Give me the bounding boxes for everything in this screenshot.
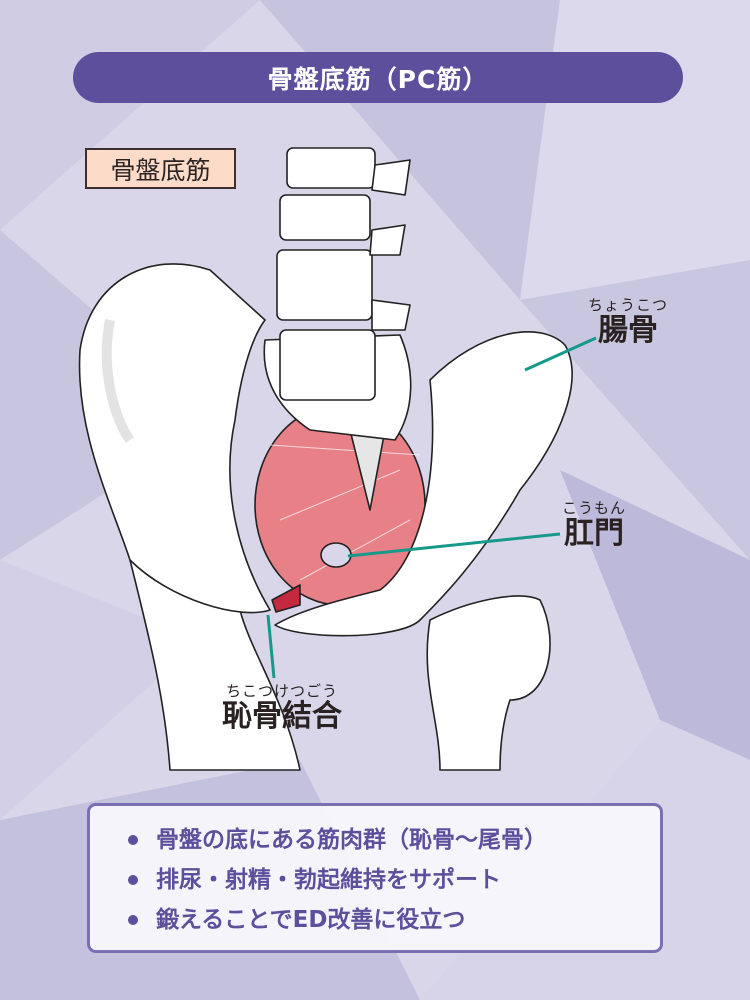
vertebra xyxy=(276,249,373,321)
bullet-icon xyxy=(128,915,138,925)
summary-item: 排尿・射精・勃起維持をサポート xyxy=(128,860,660,900)
summary-box: 骨盤の底にある筋肉群（恥骨〜尾骨） 排尿・射精・勃起維持をサポート 鍛えることで… xyxy=(87,803,663,953)
ilium-leader xyxy=(524,336,597,372)
summary-text: 排尿・射精・勃起維持をサポート xyxy=(156,867,501,893)
vertebra xyxy=(286,147,376,189)
vertebra xyxy=(279,194,371,241)
bullet-icon xyxy=(128,835,138,845)
ilium-text: 腸骨 xyxy=(598,313,658,348)
summary-item: 鍛えることでED改善に役立つ xyxy=(128,900,660,940)
pubic-text: 恥骨結合 xyxy=(222,699,342,734)
pubic-ruby: ちこつけつごう xyxy=(225,682,338,700)
anus-leader xyxy=(347,532,561,558)
left-ilium xyxy=(78,263,271,614)
anus-opening xyxy=(320,542,352,568)
label-anus: こうもん 肛門 xyxy=(562,497,626,550)
label-ilium: ちょうこつ 腸骨 xyxy=(588,294,668,347)
bullet-icon xyxy=(128,875,138,885)
summary-text: 骨盤の底にある筋肉群（恥骨〜尾骨） xyxy=(156,827,547,853)
right-femur xyxy=(426,595,551,771)
page-title: 骨盤底筋（PC筋） xyxy=(73,52,683,103)
label-pubic-symphysis: ちこつけつごう 恥骨結合 xyxy=(222,680,342,733)
subtitle-tag: 骨盤底筋 xyxy=(85,148,236,189)
summary-item: 骨盤の底にある筋肉群（恥骨〜尾骨） xyxy=(128,820,660,860)
right-ilium xyxy=(274,331,573,637)
left-femur xyxy=(129,559,301,771)
anus-text: 肛門 xyxy=(564,516,624,551)
anus-ruby: こうもん xyxy=(562,499,627,517)
pubic-leader xyxy=(266,614,276,679)
summary-text: 鍛えることでED改善に役立つ xyxy=(156,907,466,933)
ilium-ruby: ちょうこつ xyxy=(588,296,669,314)
